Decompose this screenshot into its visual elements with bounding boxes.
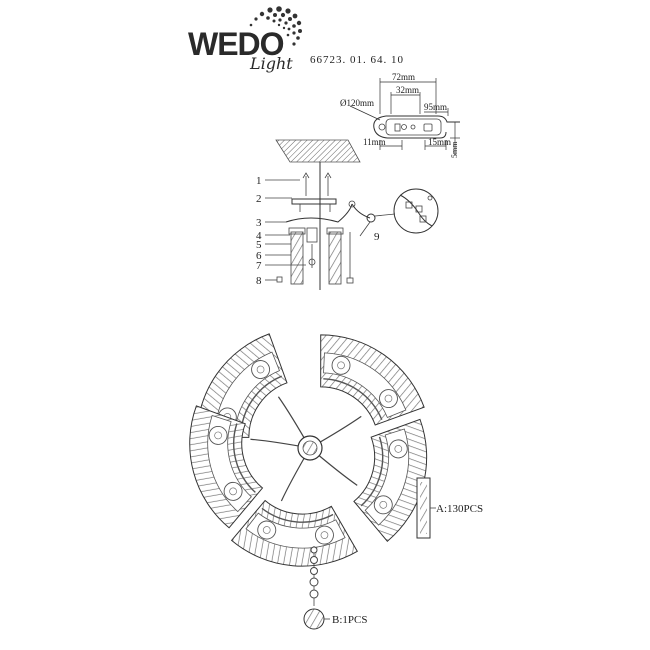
exploded-assembly: 1 2 3 4 5 6 7 8 9 <box>256 139 439 290</box>
blade-arm <box>189 405 311 529</box>
light-cup <box>315 525 334 545</box>
dim-32mm: 32mm <box>396 85 419 95</box>
dim-72mm: 72mm <box>392 72 415 82</box>
accessory-b-label: B:1PCS <box>332 614 367 626</box>
part-9 <box>366 213 376 223</box>
part-label-5: 5 <box>256 239 262 251</box>
dim-11mm: 11mm <box>363 137 386 147</box>
part-label-9: 9 <box>374 231 380 243</box>
light-cup <box>388 439 408 459</box>
part-label-7: 7 <box>256 260 262 272</box>
logo-wordmark: WEDO <box>188 26 284 62</box>
light-cup <box>223 481 243 501</box>
magnifier-detail <box>393 188 439 234</box>
crystal-strand-a: A:130PCS <box>416 477 483 539</box>
logo-script: Light <box>249 54 293 73</box>
dim-5mm: 5mm <box>450 141 459 158</box>
part-label-3: 3 <box>256 217 262 229</box>
blade-arm <box>309 418 428 542</box>
light-cup <box>373 495 393 515</box>
model-number: 66723. 01. 64. 10 <box>310 54 404 66</box>
magnifier-contents <box>399 194 433 227</box>
spring-right <box>326 227 344 285</box>
light-cup <box>251 360 271 379</box>
dim-95mm: 95mm <box>424 102 447 112</box>
light-cup <box>379 389 398 409</box>
part-label-8: 8 <box>256 275 262 287</box>
dim-diameter: Ø120mm <box>340 98 374 108</box>
part-label-4: 4 <box>256 230 262 242</box>
brand-logo: WEDO Light 66723. 01. 64. 10 <box>188 6 404 73</box>
chandelier-top-view: A:130PCS B:1PCS <box>189 333 483 630</box>
dim-15mm: 15mm <box>428 137 451 147</box>
spring-left <box>288 227 306 285</box>
logo-swirl <box>249 6 302 46</box>
blade-arm <box>230 447 358 567</box>
mounting-plate-detail: 72mm 32mm Ø120mm 95mm 11mm 15mm 5mm <box>340 72 460 158</box>
light-cup <box>257 520 277 540</box>
pendant-chain-b: B:1PCS <box>303 546 367 630</box>
blade-arm <box>309 334 425 449</box>
accessory-a-label: A:130PCS <box>436 503 483 515</box>
part-label-1: 1 <box>256 175 262 187</box>
light-cup <box>208 425 228 445</box>
part-label-6: 6 <box>256 250 262 262</box>
part-label-2: 2 <box>256 193 262 205</box>
light-cup <box>331 355 351 375</box>
ceiling-hatch <box>275 139 361 163</box>
